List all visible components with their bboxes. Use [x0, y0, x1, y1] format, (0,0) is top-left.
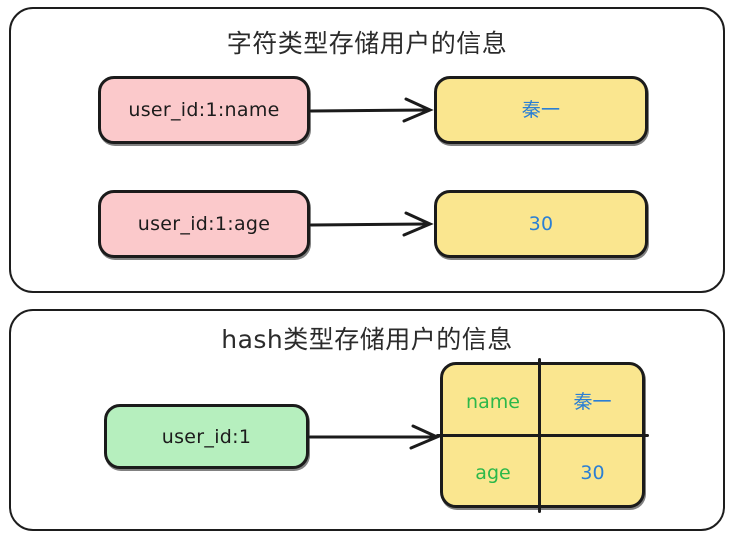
arrow-age-pair [309, 211, 434, 237]
hash-field-age-value-label: 30 [580, 462, 605, 484]
hash-field-name-key: name [443, 365, 543, 438]
panel-hash-type-title: hash类型存储用户的信息 [221, 325, 513, 354]
hash-field-age-key-label: age [475, 462, 511, 484]
string-value-box-age: 30 [434, 190, 648, 258]
string-key-box-age: user_id:1:age [98, 190, 310, 258]
string-value-label-name: 秦一 [521, 99, 561, 121]
hash-field-name-value: 秦一 [543, 365, 642, 438]
hash-table-horizontal-divider [436, 434, 649, 437]
arrow-hash-pair [308, 424, 441, 450]
panel-string-type-title: 字符类型存储用户的信息 [226, 29, 508, 58]
hash-field-name-key-label: name [466, 390, 520, 413]
arrow-name-pair [309, 97, 434, 123]
string-key-label-name: user_id:1:name [128, 99, 280, 121]
string-key-label-age: user_id:1:age [137, 213, 271, 235]
hash-key-box: user_id:1 [104, 404, 309, 469]
hash-key-label: user_id:1 [161, 425, 252, 448]
hash-field-age-key: age [443, 438, 543, 508]
hash-field-name-value-label: 秦一 [573, 390, 612, 413]
string-value-box-name: 秦一 [434, 76, 648, 144]
string-value-label-age: 30 [528, 213, 554, 235]
hash-field-age-value: 30 [543, 438, 642, 508]
string-key-box-name: user_id:1:name [98, 76, 310, 144]
